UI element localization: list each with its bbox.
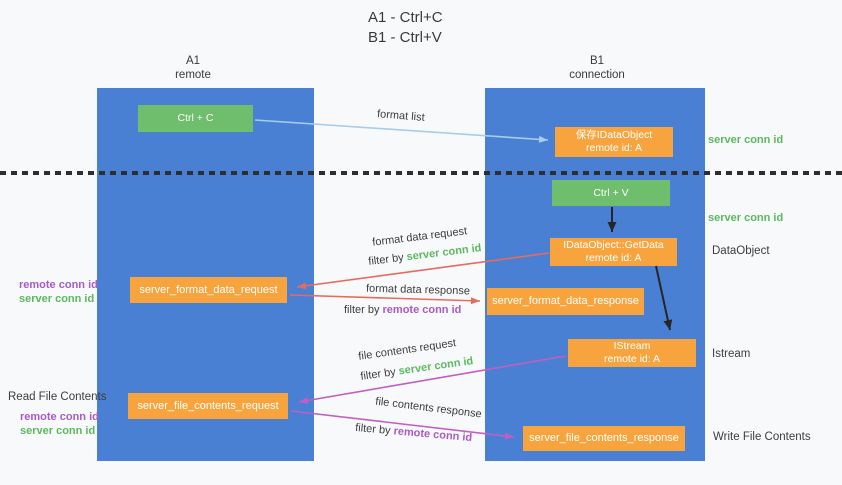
save-idataobject-line1: 保存IDataObject [575, 129, 653, 141]
write-file-contents-label: Write File Contents [713, 431, 811, 443]
server-format-data-response-node: server_format_data_response [487, 288, 644, 315]
filter-remote-conn-id-2: remote conn id [393, 425, 473, 445]
filter-by-remote-conn-id-1: filter by remote conn id [344, 304, 461, 316]
server-conn-id-mid-label: server conn id [708, 212, 784, 224]
upper-conn-id-group: remote conn id server conn id [19, 278, 98, 306]
lower-server-conn-id-label: server conn id [20, 425, 96, 437]
lower-conn-id-group: remote conn id server conn id [20, 410, 99, 438]
filter-by-text-2: filter by [344, 304, 383, 316]
server-conn-id-top-label: server conn id [708, 134, 784, 146]
file-request-label: server_file_contents_request [137, 399, 279, 412]
filter-server-conn-id-1: server conn id [405, 242, 483, 264]
file-contents-response-flow-label: file contents response [374, 395, 483, 421]
lane-a1-title: A1 [185, 55, 201, 67]
ctrl-c-node: Ctrl + C [138, 105, 253, 132]
format-list-flow-label: format list [376, 108, 426, 124]
filter-server-conn-id-2: server conn id [397, 355, 475, 378]
ctrl-v-node: Ctrl + V [552, 180, 670, 206]
read-file-contents-label: Read File Contents [8, 391, 107, 403]
istream-node: IStream remote id: A [568, 339, 696, 367]
filter-by-remote-conn-id-2: filter by remote conn id [355, 422, 473, 444]
lane-b1-subtitle: connection [569, 69, 625, 81]
file-response-label: server_file_contents_response [529, 432, 679, 444]
diagram-title: A1 - Ctrl+C B1 - Ctrl+V [368, 8, 443, 48]
upper-remote-conn-id-label: remote conn id [19, 279, 98, 291]
lane-b1-title: B1 [589, 55, 605, 67]
getdata-line2: remote id: A [585, 252, 642, 264]
filter-by-text-4: filter by [354, 421, 395, 438]
server-file-contents-request-node: server_file_contents_request [128, 393, 288, 419]
lane-a1-subtitle: remote [175, 69, 211, 81]
istream-side-label: Istream [712, 348, 751, 360]
istream-line1: IStream [613, 340, 651, 352]
format-response-label: server_format_data_response [492, 295, 639, 307]
filter-remote-conn-id-1: remote conn id [382, 304, 462, 316]
machine-divider-dotted-line [0, 171, 842, 175]
save-idataobject-line2: remote id: A [585, 142, 643, 154]
dataobject-label: DataObject [712, 245, 770, 257]
format-request-label: server_format_data_request [139, 283, 278, 296]
upper-server-conn-id-label: server conn id [19, 293, 95, 305]
save-idataobject-node: 保存IDataObject remote id: A [555, 127, 673, 157]
getdata-line1: IDataObject::GetData [563, 239, 664, 251]
filter-by-text-3: filter by [359, 365, 400, 383]
server-file-contents-response-node: server_file_contents_response [523, 426, 685, 451]
lower-remote-conn-id-label: remote conn id [20, 411, 99, 423]
idataobject-getdata-node: IDataObject::GetData remote id: A [550, 238, 677, 266]
lane-header-a1: A1 remote [148, 54, 238, 82]
server-format-data-request-node: server_format_data_request [130, 277, 287, 303]
ctrl-v-label: Ctrl + V [593, 186, 629, 199]
istream-line2: remote id: A [603, 353, 661, 365]
title-line-1: A1 - Ctrl+C [368, 9, 443, 26]
lane-header-b1: B1 connection [552, 54, 642, 82]
filter-by-text-1: filter by [367, 251, 408, 268]
format-data-response-flow-label: format data response [365, 282, 471, 298]
title-line-2: B1 - Ctrl+V [368, 29, 442, 46]
ctrl-c-label: Ctrl + C [177, 112, 214, 124]
